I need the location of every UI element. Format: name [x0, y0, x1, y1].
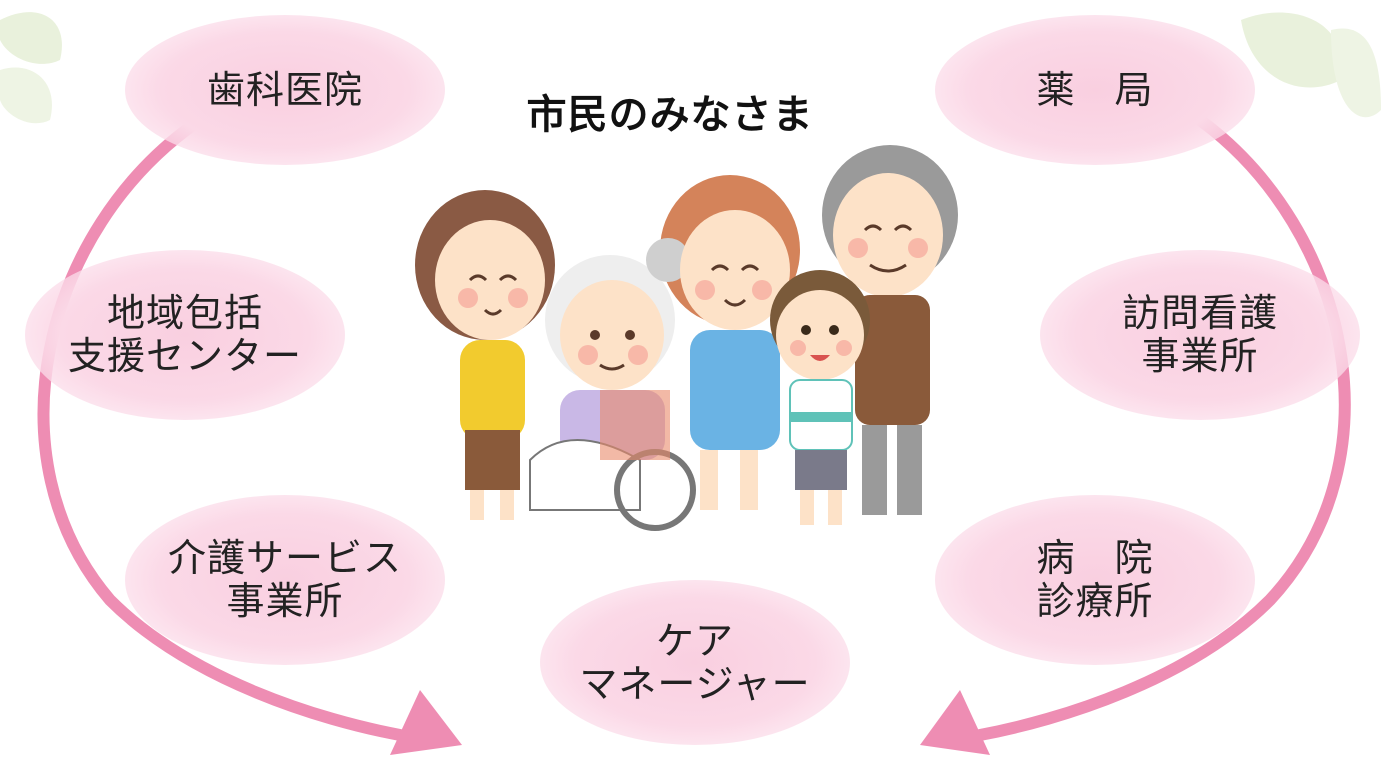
label-dental: 歯科医院 [206, 67, 363, 112]
page-title: 市民のみなさま [526, 92, 814, 138]
bubble-pharmacy: 薬 局 [935, 15, 1255, 165]
family-member-grandmother [529, 255, 696, 531]
family-illustration [415, 145, 958, 531]
bubble-care-service: 介護サービス 事業所 [125, 495, 445, 665]
label-care-manager: ケア マネージャー [579, 618, 811, 706]
family-member-woman [415, 190, 555, 520]
bubble-hospital: 病 院 診療所 [935, 495, 1255, 665]
bubble-home-nursing: 訪問看護 事業所 [1040, 250, 1360, 420]
bubble-dental: 歯科医院 [125, 15, 445, 165]
family-member-mother [646, 175, 800, 510]
label-community-support: 地域包括 支援センター [67, 291, 302, 378]
bubble-community-support: 地域包括 支援センター [25, 250, 345, 420]
label-home-nursing: 訪問看護 事業所 [1121, 291, 1278, 378]
label-care-service: 介護サービス 事業所 [167, 536, 402, 623]
family-member-grandfather [822, 145, 958, 515]
curved-arrow-left [37, 114, 462, 755]
family-member-boy [770, 270, 870, 525]
leaf-decoration-right [1241, 12, 1381, 118]
bubble-care-manager: ケア マネージャー [540, 580, 850, 745]
leaf-decoration-left [0, 12, 62, 124]
label-pharmacy: 薬 局 [1036, 67, 1154, 112]
curved-arrow-right [920, 114, 1351, 755]
label-hospital: 病 院 診療所 [1036, 536, 1154, 623]
